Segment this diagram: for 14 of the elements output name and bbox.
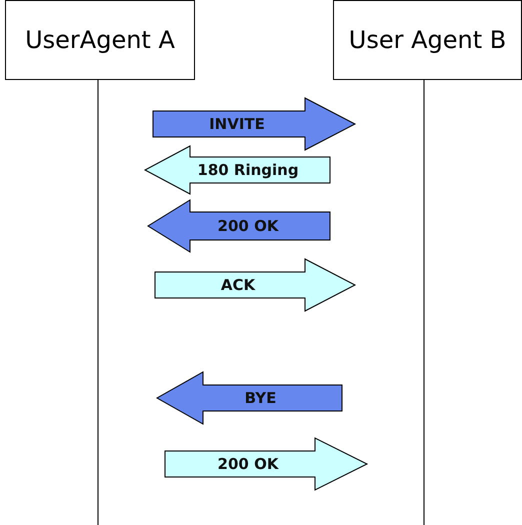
message-label: 200 OK: [218, 217, 278, 235]
message-arrow: [156, 371, 342, 425]
message-arrow: [144, 145, 330, 195]
message-arrow: [152, 97, 356, 151]
message-label: INVITE: [209, 115, 265, 133]
message-label: 180 Ringing: [197, 161, 299, 179]
message-arrow: [164, 437, 368, 491]
message-arrow: [154, 258, 356, 312]
participant-box: User Agent B: [333, 0, 522, 80]
message-label: BYE: [244, 389, 276, 407]
message-label: ACK: [220, 276, 256, 294]
message-label: 200 OK: [218, 455, 278, 473]
participant-box: UserAgent A: [5, 0, 195, 80]
message-arrow: [147, 199, 330, 253]
